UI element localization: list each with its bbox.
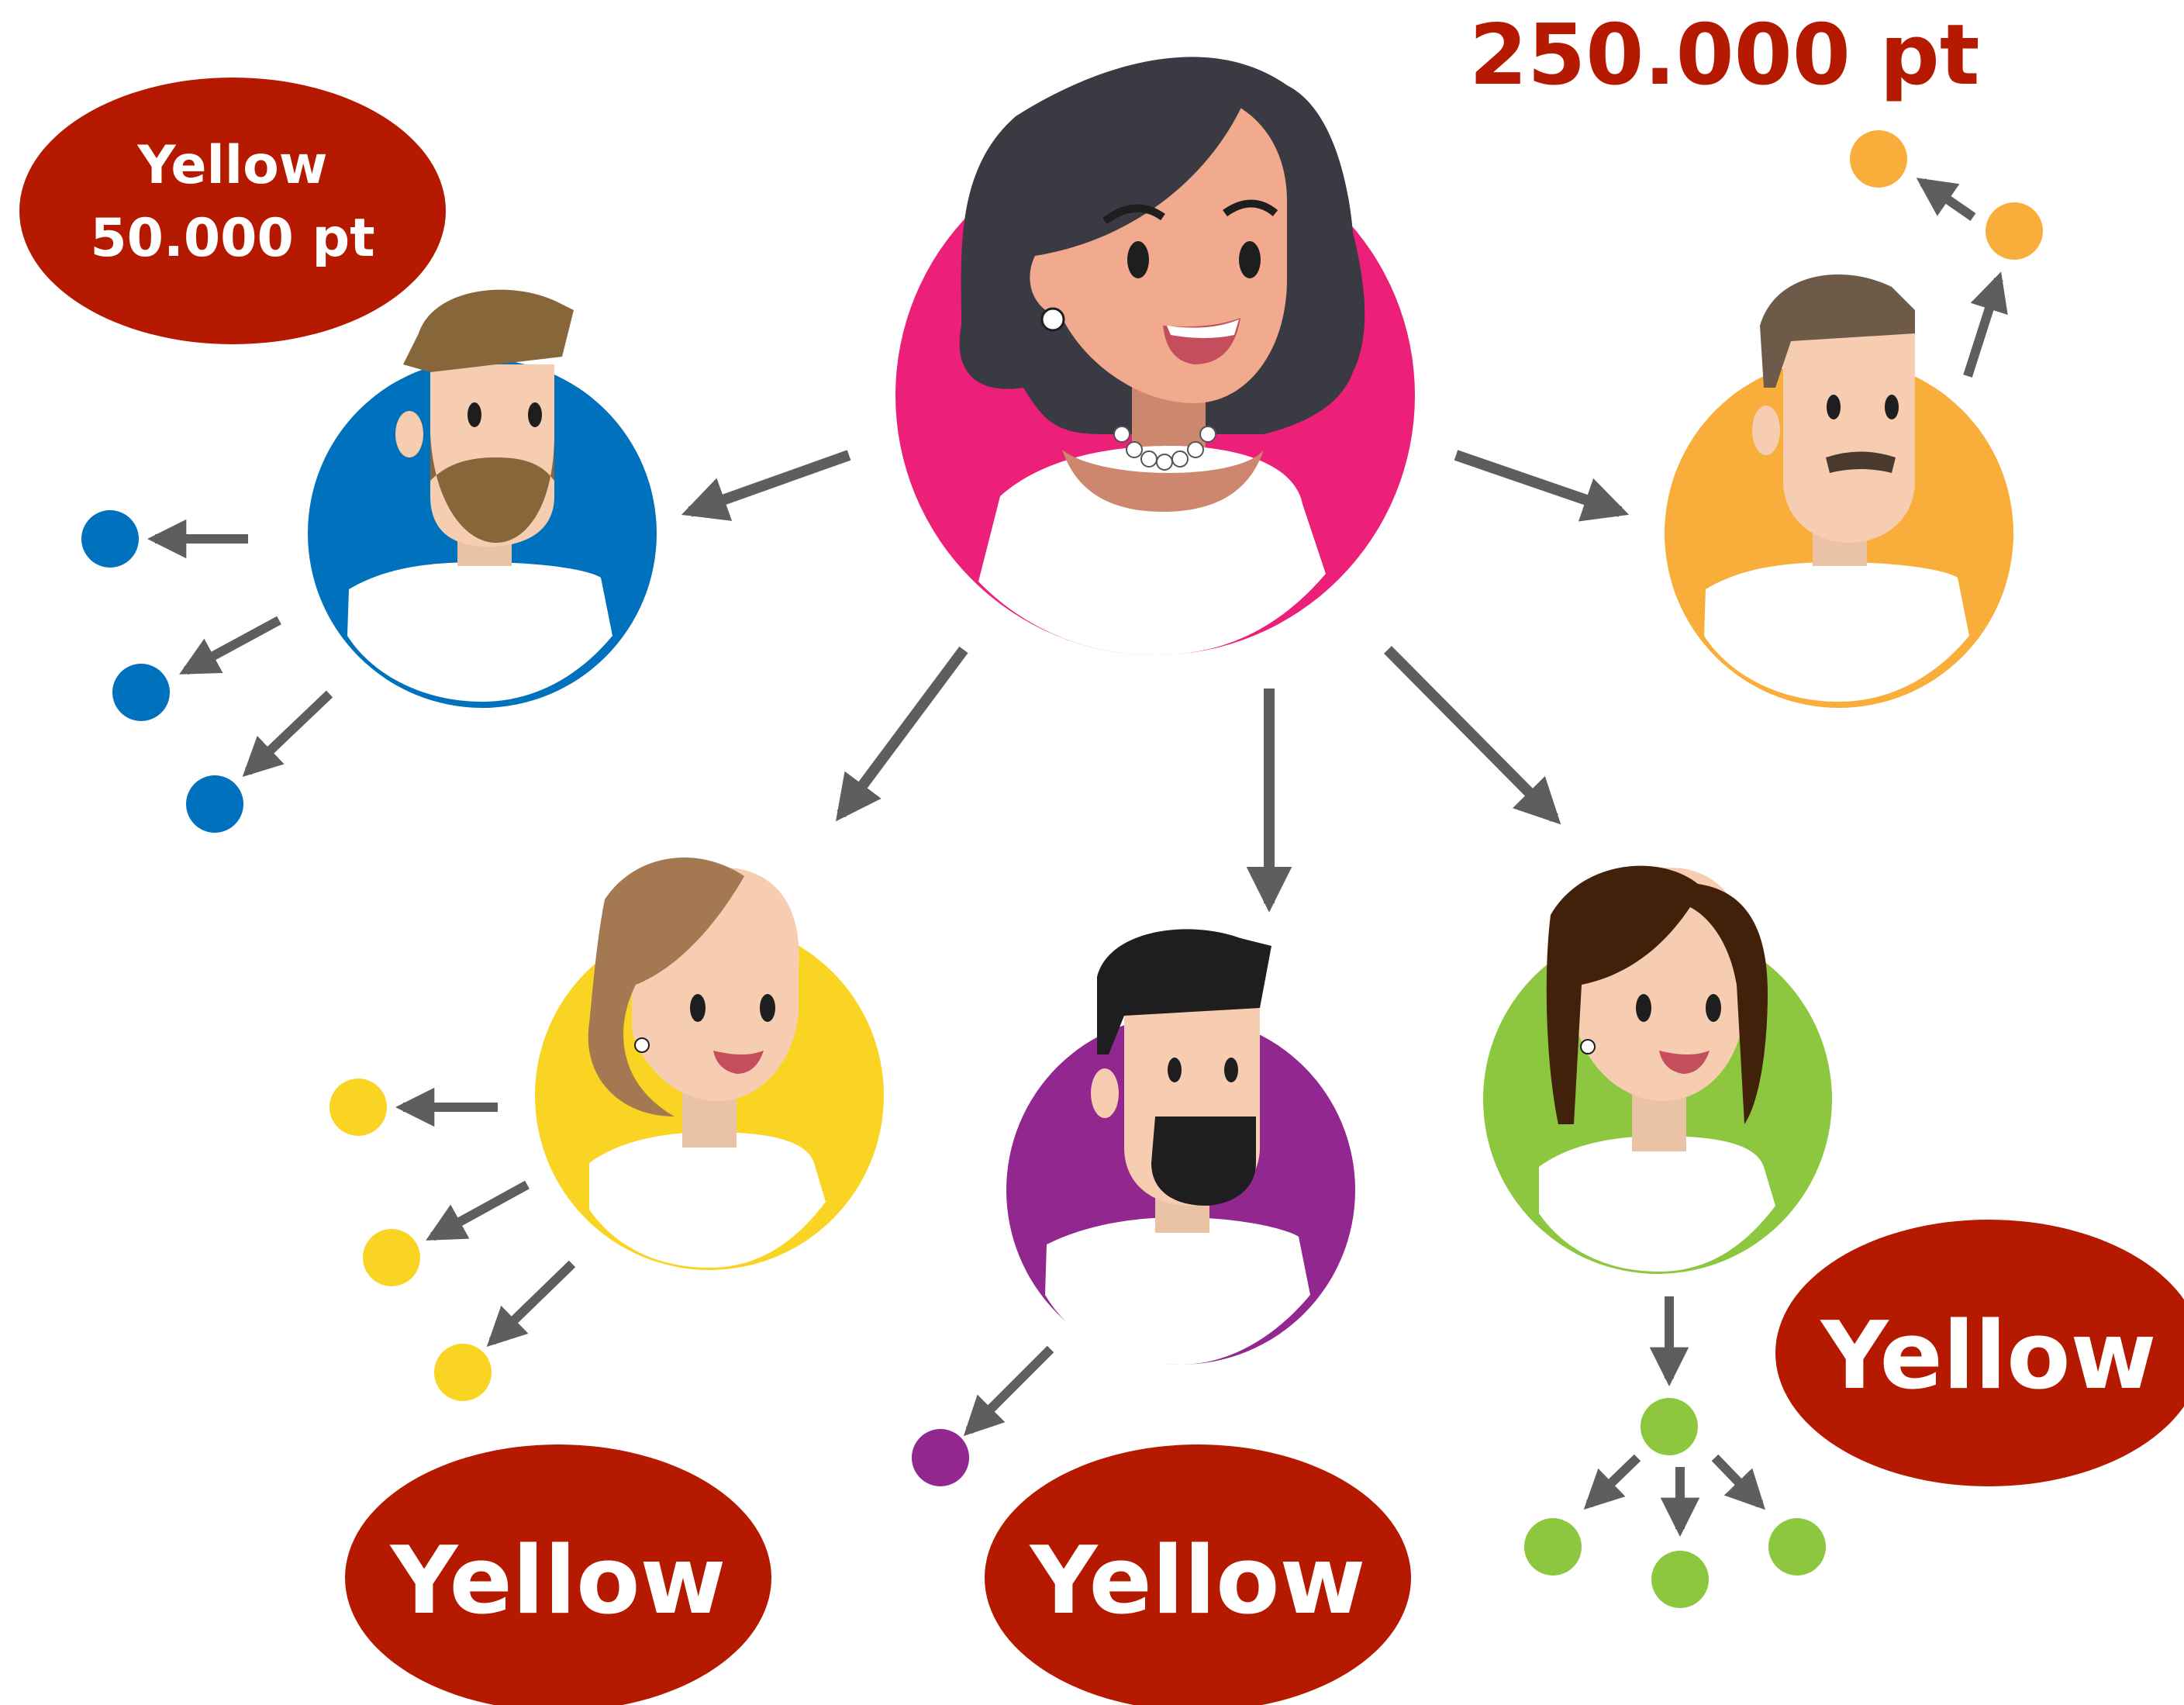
blue-hair-icon — [403, 289, 574, 372]
green-dot-2 — [1651, 1551, 1709, 1608]
arrow-to-blue — [681, 450, 851, 521]
green-dot-parent — [1641, 1398, 1698, 1455]
orange-hair-icon — [1760, 274, 1915, 388]
blue-beard-icon — [430, 434, 554, 543]
leader-shirt — [978, 446, 1326, 655]
blue-arrow-2 — [179, 616, 281, 675]
orange-eye-left-icon — [1827, 395, 1841, 419]
leader-arrows — [681, 450, 1630, 913]
green-eye-right-icon — [1706, 994, 1721, 1022]
total-points-label: 250.000 pt — [1469, 7, 1979, 104]
orange-arrow-2 — [1916, 178, 1976, 221]
green-arrow-4 — [1711, 1454, 1766, 1510]
arrow-to-green — [1384, 646, 1561, 825]
yellow-shirt — [589, 1132, 826, 1268]
orange-face — [1783, 333, 1915, 543]
blue-downline — [81, 510, 333, 833]
purple-dot-1 — [912, 1429, 969, 1486]
green-eye-left-icon — [1636, 994, 1651, 1022]
badge-top-left-points: 50.000 pt — [90, 208, 374, 269]
orange-arrow-1 — [1963, 271, 2008, 378]
badge-bottom-center: Yellow — [985, 1444, 1411, 1705]
purple-goatee-icon — [1151, 1117, 1256, 1206]
purple-shirt — [1045, 1217, 1310, 1365]
badge-bottom-left-title: Yellow — [389, 1527, 726, 1635]
blue-eye-right-icon — [528, 402, 542, 427]
blue-arrow-3 — [242, 690, 333, 777]
purple-eye-left-icon — [1168, 1058, 1182, 1082]
badge-bottom-center-shape — [985, 1444, 1411, 1705]
avatar-yellow — [535, 858, 884, 1270]
arrow-to-yellow — [835, 646, 968, 822]
yellow-earring-icon — [634, 1037, 650, 1053]
blue-eye-left-icon — [468, 402, 481, 427]
arrow-to-orange — [1454, 450, 1630, 522]
green-dot-3 — [1768, 1518, 1826, 1576]
badge-bottom-left-shape — [345, 1444, 771, 1705]
badge-bottom-center-title: Yellow — [1029, 1527, 1366, 1635]
blue-dot-2 — [112, 664, 170, 721]
purple-hair-icon — [1097, 929, 1271, 1054]
avatar-orange — [1665, 274, 2013, 708]
yellow-mouth — [713, 1051, 764, 1074]
green-arrow-2 — [1583, 1454, 1641, 1510]
orange-dot-2 — [1850, 130, 1907, 188]
blue-dot-3 — [186, 775, 243, 833]
green-dot-1 — [1524, 1518, 1582, 1576]
yellow-eye-right-icon — [760, 994, 775, 1022]
yellow-eye-left-icon — [690, 994, 706, 1022]
badge-top-left: Yellow 50.000 pt — [19, 78, 446, 344]
orange-eye-right-icon — [1885, 395, 1899, 419]
badge-top-left-title: Yellow — [136, 135, 327, 196]
green-shirt — [1539, 1136, 1775, 1272]
purple-eye-right-icon — [1224, 1058, 1238, 1082]
green-earring-icon — [1580, 1039, 1596, 1054]
badge-right: Yellow — [1775, 1220, 2184, 1486]
leader-earring-icon — [1040, 307, 1065, 332]
badge-right-title: Yellow — [1820, 1303, 2157, 1410]
yellow-dot-2 — [363, 1229, 420, 1286]
yellow-arrow-2 — [426, 1180, 530, 1241]
badge-top-left-shape — [19, 78, 446, 344]
green-mouth — [1659, 1051, 1710, 1074]
avatar-leader — [895, 57, 1415, 655]
yellow-dot-3 — [434, 1344, 492, 1401]
orange-downline — [1850, 130, 2043, 378]
blue-shirt — [347, 562, 612, 702]
yellow-arrow-3 — [486, 1260, 576, 1348]
badge-right-shape — [1775, 1220, 2184, 1486]
orange-shirt — [1704, 562, 1969, 702]
blue-dot-1 — [81, 510, 139, 568]
badge-bottom-left: Yellow — [345, 1444, 771, 1705]
leader-eye-left-icon — [1127, 241, 1149, 278]
yellow-downline — [329, 1079, 576, 1401]
green-hair-icon — [1546, 865, 1768, 1124]
leader-pearl-necklace-icon — [1113, 426, 1216, 471]
avatar-blue — [308, 289, 657, 708]
purple-downline — [912, 1345, 1054, 1486]
yellow-hair-icon — [588, 858, 744, 1117]
avatar-purple — [1006, 929, 1355, 1365]
orange-dot-1 — [1986, 202, 2043, 260]
leader-eye-right-icon — [1239, 241, 1261, 278]
purple-arrow-1 — [963, 1345, 1054, 1437]
yellow-dot-1 — [329, 1079, 387, 1136]
green-downline — [1524, 1296, 1826, 1608]
avatar-green — [1483, 865, 1832, 1274]
orange-mustache-icon — [1826, 451, 1896, 473]
